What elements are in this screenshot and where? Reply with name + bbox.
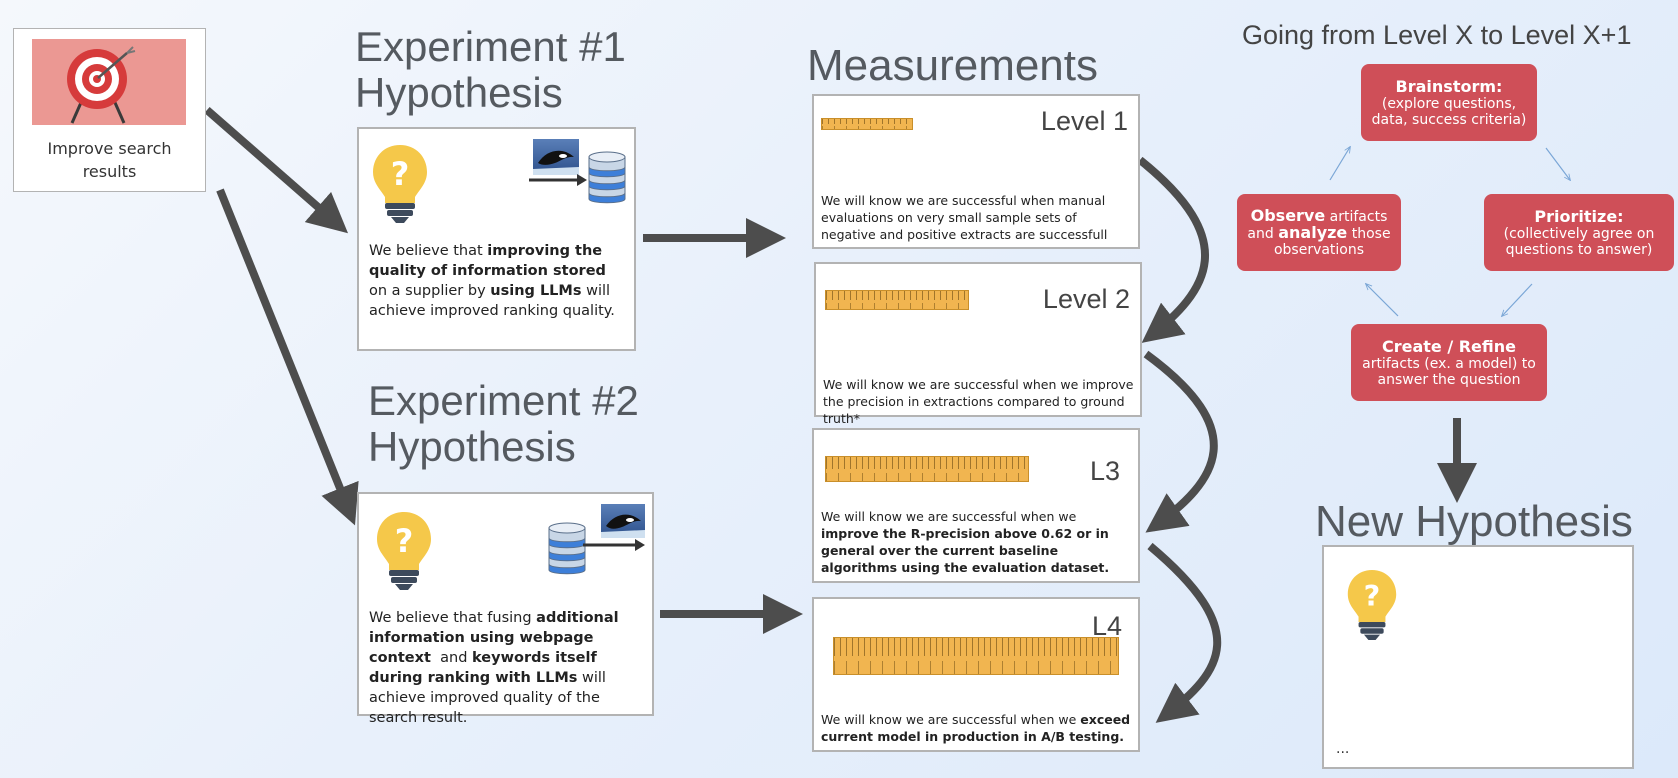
prioritize-title: Prioritize: xyxy=(1534,206,1624,226)
experiment1-text-1: We believe that xyxy=(369,243,488,259)
experiment2-title-line2: Hypothesis xyxy=(368,423,576,471)
database-icon xyxy=(548,522,586,575)
experiment1-text: We believe that improving the quality of… xyxy=(369,241,624,321)
cycle-arrow-prioritize-to-create xyxy=(1502,283,1533,316)
cycle-arrow-brainstorm-to-prioritize xyxy=(1545,147,1570,180)
right-arrow-icon xyxy=(583,539,645,551)
prioritize-desc: (collectively agree on questions to answ… xyxy=(1503,225,1655,258)
arrow-goal-to-exp1 xyxy=(204,106,349,234)
orca-image-icon xyxy=(533,139,579,175)
experiment2-bold-2: keywords itself during ranking with LLMs xyxy=(369,650,597,686)
measurement-l3-card: L3 We will know we are successful when w… xyxy=(812,428,1140,583)
level2-text-plain: We will know we are successful when we i… xyxy=(823,377,1134,426)
lightbulb-icon: ? xyxy=(373,145,427,223)
experiment2-card: ? We believe that fusing additional info… xyxy=(357,492,654,726)
svg-text:?: ? xyxy=(395,522,414,560)
experiment1-bold-2: using LLMs xyxy=(490,283,582,299)
experiment1-title-line2: Hypothesis xyxy=(355,69,563,117)
create-desc: artifacts (ex. a model) to answer the qu… xyxy=(1362,355,1536,388)
new-hypothesis-title: New Hypothesis xyxy=(1315,497,1633,546)
new-hypothesis-text: ... xyxy=(1336,741,1350,757)
ruler-icon xyxy=(833,637,1119,675)
target-icon xyxy=(32,39,186,125)
database-icon xyxy=(588,151,626,204)
orca-image-icon xyxy=(601,504,645,538)
brainstorm-desc: (explore questions, data, success criter… xyxy=(1371,95,1527,128)
ruler-icon xyxy=(821,118,913,130)
measurement-level1-card: Level 1 We will know we are successful w… xyxy=(812,94,1140,249)
level1-text-plain: We will know we are successful when manu… xyxy=(821,193,1108,242)
brainstorm-title: Brainstorm: xyxy=(1395,76,1503,96)
experiment1-card: ? We believe that improving the quality … xyxy=(357,127,636,351)
cycle-prioritize: Prioritize: (collectively agree on quest… xyxy=(1484,194,1674,271)
level1-text: We will know we are successful when manu… xyxy=(821,192,1132,243)
experiment2-text: We believe that fusing additional inform… xyxy=(369,608,644,728)
right-arrow-icon xyxy=(529,174,587,186)
analyze-bold: analyze xyxy=(1278,222,1348,242)
l3-text-bold: improve the R-precision above 0.62 or in… xyxy=(821,526,1110,575)
experiment2-text-3: will achieve improved quality of the sea… xyxy=(369,670,606,726)
cycle-brainstorm: Brainstorm: (explore questions, data, su… xyxy=(1361,64,1537,141)
l3-text: We will know we are successful when we i… xyxy=(821,508,1132,576)
l3-label: L3 xyxy=(1089,456,1120,486)
level1-label: Level 1 xyxy=(1040,106,1128,136)
lightbulb-icon: ? xyxy=(377,512,431,590)
svg-text:?: ? xyxy=(391,155,410,193)
create-title: Create / Refine xyxy=(1381,336,1517,356)
experiment1-text-2: on a supplier by xyxy=(369,283,491,299)
l3-text-plain: We will know we are successful when we xyxy=(821,509,1077,524)
cycle-arrow-create-to-observe xyxy=(1366,284,1399,317)
goal-label: Improve search results xyxy=(47,139,172,181)
experiment1-title: Experiment #1 Hypothesis xyxy=(355,23,626,117)
lightbulb-icon: ? xyxy=(1347,570,1397,640)
cycle-create-refine: Create / Refine artifacts (ex. a model) … xyxy=(1351,324,1547,401)
experiment1-source-icons xyxy=(529,137,629,207)
l4-text-plain: We will know we are successful when we xyxy=(821,712,1081,727)
experiment2-title: Experiment #2 Hypothesis xyxy=(368,377,639,471)
experiment2-bold-1: additional information using webpage con… xyxy=(369,610,619,666)
level2-text: We will know we are successful when we i… xyxy=(823,376,1134,427)
experiment2-text-2: and xyxy=(430,650,473,666)
arrow-l3-to-l4 xyxy=(1147,542,1222,723)
l4-text: We will know we are successful when we e… xyxy=(821,711,1132,745)
l4-text-bold: exceed current model in production in A/… xyxy=(821,712,1131,744)
svg-text:?: ? xyxy=(1364,579,1381,613)
observe-text: Observe artifacts and analyze those obse… xyxy=(1243,205,1395,258)
observe-text-1: artifacts and xyxy=(1247,208,1388,242)
cycle-observe-analyze: Observe artifacts and analyze those obse… xyxy=(1237,194,1401,271)
cycle-arrow-observe-to-brainstorm xyxy=(1329,147,1350,181)
new-hypothesis-card: ? ... xyxy=(1322,545,1634,769)
experiment1-text-3: will achieve improved ranking quality. xyxy=(369,283,615,319)
experiment1-title-line1: Experiment #1 xyxy=(355,23,626,70)
arrow-goal-to-exp2 xyxy=(216,188,359,526)
measurement-l4-card: L4 We will know we are successful when w… xyxy=(812,597,1140,752)
experiment2-text-1: We believe that fusing xyxy=(369,610,537,626)
experiment1-bold-1: improving the quality of information sto… xyxy=(369,243,606,279)
experiment2-title-line1: Experiment #2 xyxy=(368,377,639,424)
observe-bold: Observe xyxy=(1250,205,1326,225)
measurements-title: Measurements xyxy=(807,41,1099,90)
arrow-level1-to-level2 xyxy=(1137,156,1210,343)
l4-label: L4 xyxy=(1091,611,1122,641)
arrow-level2-to-l3 xyxy=(1143,350,1218,533)
cycle-title: Going from Level X to Level X+1 xyxy=(1242,20,1632,50)
ruler-icon xyxy=(825,290,969,310)
goal-box: Improve search results xyxy=(13,28,206,192)
level2-label: Level 2 xyxy=(1042,284,1130,314)
measurement-level2-card: Level 2 We will know we are successful w… xyxy=(814,262,1142,426)
observe-text-2: those observations xyxy=(1273,225,1391,258)
ruler-icon xyxy=(825,456,1029,482)
experiment2-source-icons xyxy=(545,502,649,576)
